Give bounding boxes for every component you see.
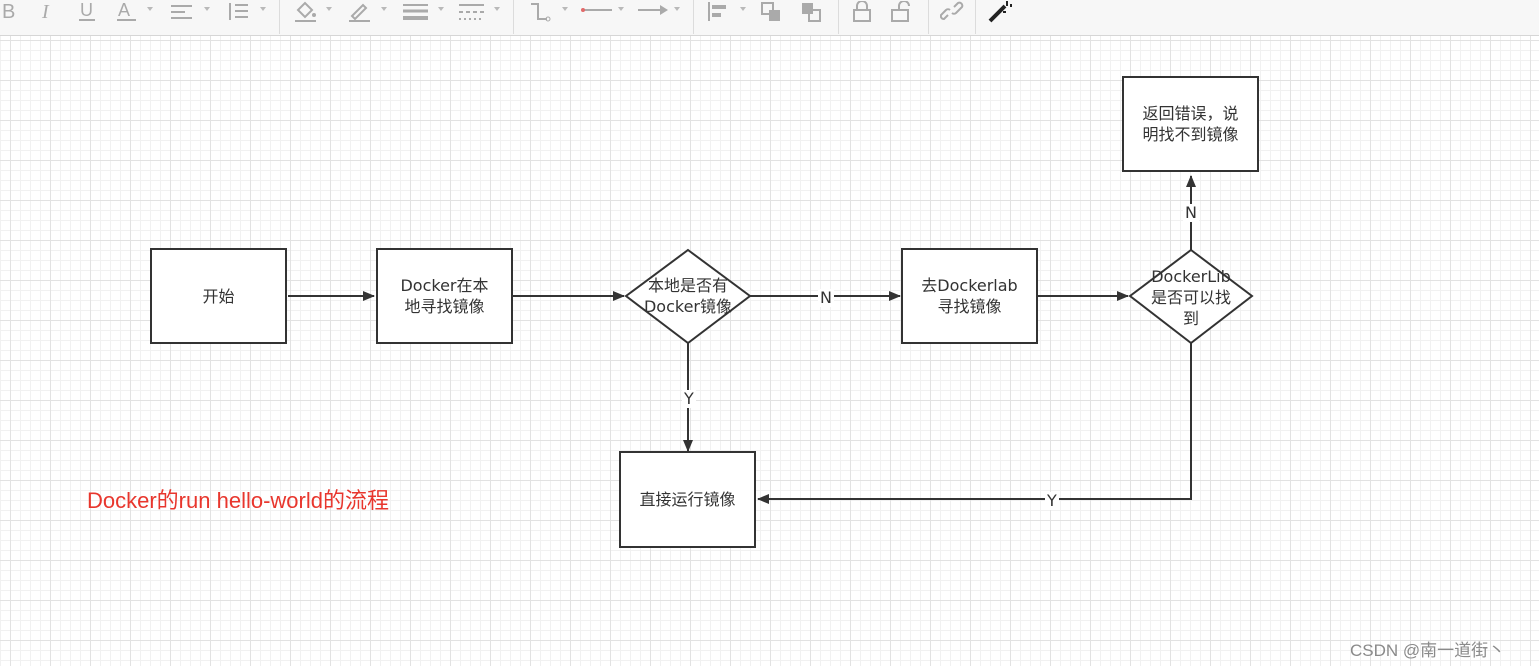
- font-color-icon[interactable]: A: [116, 0, 138, 24]
- svg-text:U: U: [80, 1, 93, 20]
- hub-found-decision-label: DockerLib 是否可以找 到: [1126, 264, 1256, 330]
- chevron-down-icon[interactable]: [562, 7, 568, 11]
- connector-type-icon[interactable]: [528, 0, 552, 24]
- fill-color-icon[interactable]: [294, 0, 318, 24]
- chevron-down-icon[interactable]: [326, 7, 332, 11]
- edge-label-hub-yes: Y: [1045, 491, 1059, 510]
- hub-found-decision-text: DockerLib 是否可以找 到: [1150, 266, 1231, 328]
- toolbar-divider: [513, 0, 514, 34]
- arrange-icon[interactable]: [706, 0, 730, 24]
- svg-text:B: B: [2, 1, 15, 23]
- format-painter-icon[interactable]: [988, 0, 1014, 24]
- toolbar-divider: [693, 0, 694, 34]
- svg-text:A: A: [118, 1, 130, 20]
- start-node[interactable]: 开始: [150, 248, 287, 344]
- line-width-icon[interactable]: [402, 0, 430, 24]
- watermark: CSDN @南一道街丶: [1350, 641, 1506, 660]
- chevron-down-icon[interactable]: [740, 7, 746, 11]
- lock-icon[interactable]: [852, 0, 874, 24]
- chevron-down-icon[interactable]: [260, 7, 266, 11]
- chevron-down-icon[interactable]: [438, 7, 444, 11]
- line-spacing-icon[interactable]: [226, 0, 250, 24]
- align-icon[interactable]: [170, 0, 194, 24]
- arrow-style-icon[interactable]: [636, 0, 670, 24]
- unlock-icon[interactable]: [890, 0, 912, 24]
- toolbar-divider: [975, 0, 976, 34]
- run-node-label: 直接运行镜像: [639, 490, 736, 509]
- svg-text:I: I: [41, 1, 50, 23]
- chevron-down-icon[interactable]: [494, 7, 500, 11]
- link-icon[interactable]: [940, 0, 964, 24]
- edge-label-local-no: N: [818, 288, 834, 307]
- diagram-caption[interactable]: Docker的run hello-world的流程: [87, 488, 389, 513]
- toolbar-divider: [279, 0, 280, 34]
- run-node[interactable]: 直接运行镜像: [619, 451, 756, 548]
- local-image-decision-label: 本地是否有 Docker镜像: [622, 270, 754, 322]
- chevron-down-icon[interactable]: [381, 7, 387, 11]
- chevron-down-icon[interactable]: [147, 7, 153, 11]
- toolbar: B I U A: [0, 0, 1539, 36]
- bold-icon[interactable]: B: [2, 0, 18, 24]
- local-search-node[interactable]: Docker在本 地寻找镜像: [376, 248, 513, 344]
- send-back-icon[interactable]: [800, 0, 824, 24]
- error-node-label: 返回错误，说 明找不到镜像: [1142, 104, 1239, 144]
- line-type-icon[interactable]: [580, 0, 614, 24]
- error-node[interactable]: 返回错误，说 明找不到镜像: [1122, 76, 1259, 172]
- toolbar-divider: [838, 0, 839, 34]
- local-search-node-label: Docker在本 地寻找镜像: [400, 276, 489, 316]
- toolbar-divider: [928, 0, 929, 34]
- underline-icon[interactable]: U: [78, 0, 98, 24]
- edge-label-hub-no: N: [1183, 203, 1199, 222]
- chevron-down-icon[interactable]: [618, 7, 624, 11]
- local-image-decision-text: 本地是否有 Docker镜像: [643, 276, 733, 316]
- hub-search-node-label: 去Dockerlab 寻找镜像: [921, 276, 1018, 316]
- chevron-down-icon[interactable]: [204, 7, 210, 11]
- line-style-icon[interactable]: [458, 0, 486, 24]
- edge-label-local-yes: Y: [682, 389, 696, 408]
- diagram-canvas[interactable]: [0, 36, 1539, 666]
- chevron-down-icon[interactable]: [674, 7, 680, 11]
- bring-front-icon[interactable]: [760, 0, 784, 24]
- start-node-label: 开始: [202, 286, 235, 306]
- line-color-icon[interactable]: [348, 0, 372, 24]
- italic-icon[interactable]: I: [40, 0, 56, 24]
- hub-search-node[interactable]: 去Dockerlab 寻找镜像: [901, 248, 1038, 344]
